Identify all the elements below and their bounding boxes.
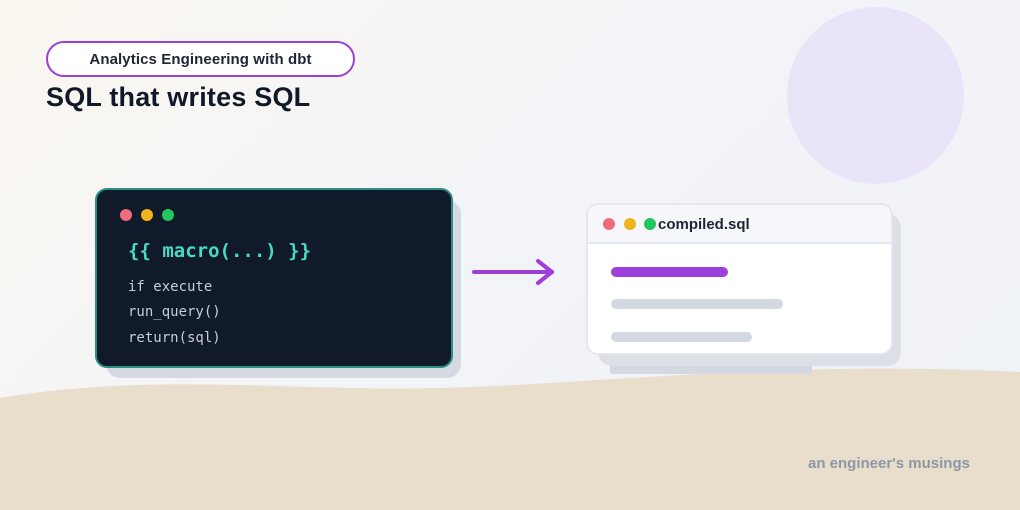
- content-placeholder-line: [611, 299, 783, 309]
- close-dot-icon: [120, 209, 132, 221]
- file-name: compiled.sql: [658, 216, 750, 233]
- code-line: run_query(): [128, 304, 221, 320]
- content-placeholder-line: [611, 332, 752, 342]
- content-placeholder-highlight: [611, 267, 728, 277]
- file-window: compiled.sql: [586, 203, 893, 355]
- code-line: return(sql): [128, 330, 221, 346]
- page-title: SQL that writes SQL: [46, 82, 311, 112]
- category-tag: Analytics Engineering with dbt: [46, 41, 355, 77]
- footer-credit: an engineer's musings: [808, 455, 970, 472]
- close-dot-icon: [603, 218, 615, 230]
- decorative-circle: [787, 7, 964, 184]
- category-tag-label: Analytics Engineering with dbt: [89, 50, 312, 68]
- code-macro-line: {{ macro(...) }}: [128, 240, 312, 262]
- file-window-header: compiled.sql: [588, 205, 891, 244]
- code-line: if execute: [128, 279, 213, 295]
- arrow-right-icon: [472, 259, 554, 285]
- minimize-dot-icon: [624, 218, 636, 230]
- code-window: {{ macro(...) }} if execute run_query() …: [95, 188, 453, 368]
- file-window-shadow-bar: [610, 363, 812, 374]
- maximize-dot-icon: [644, 218, 656, 230]
- maximize-dot-icon: [162, 209, 174, 221]
- minimize-dot-icon: [141, 209, 153, 221]
